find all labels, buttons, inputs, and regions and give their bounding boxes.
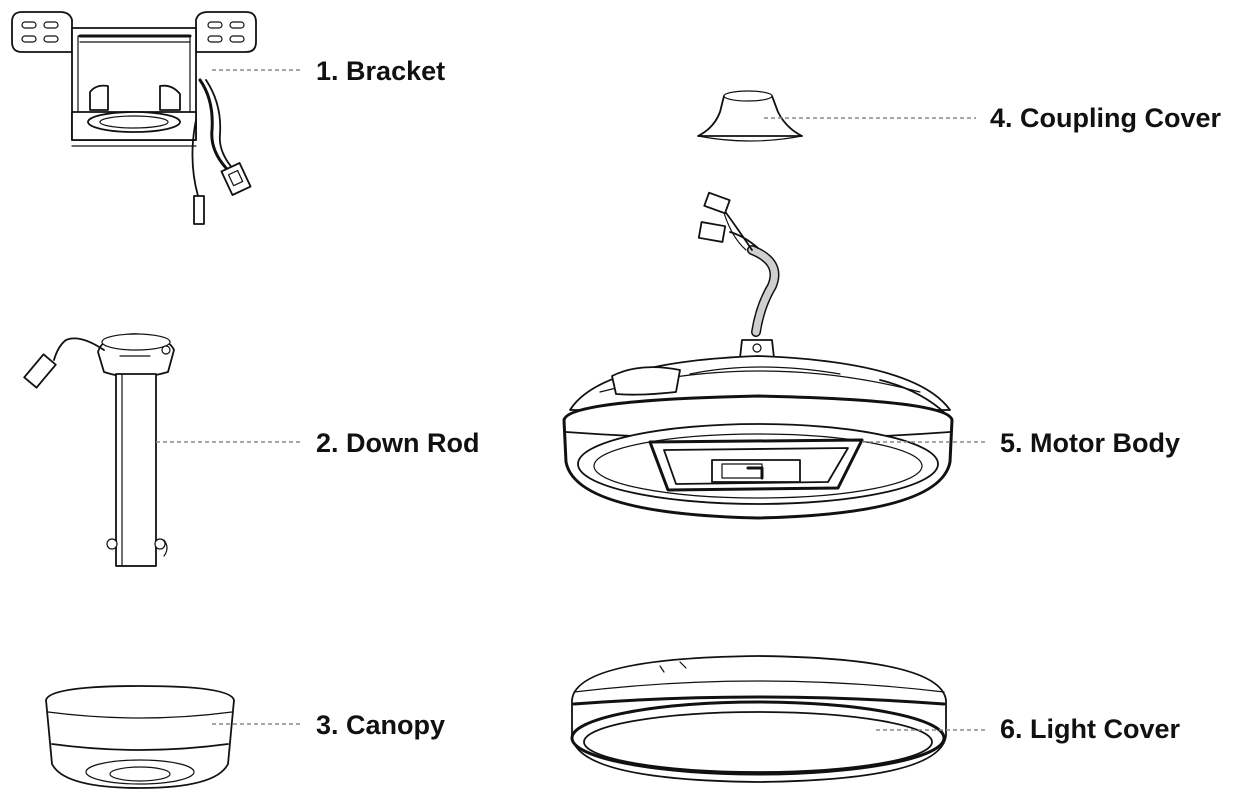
motor-body-illustration (562, 191, 954, 520)
canopy-illustration (45, 685, 235, 789)
down-rod-illustration (23, 333, 175, 567)
canopy-label: 3. Canopy (316, 710, 445, 740)
down-rod-label: 2. Down Rod (316, 428, 480, 458)
light-cover-label: 6. Light Cover (1000, 714, 1181, 744)
motor-body-label: 5. Motor Body (1000, 428, 1180, 458)
coupling-cover-label: 4. Coupling Cover (990, 103, 1222, 133)
light-cover-illustration (570, 655, 947, 783)
bracket-label: 1. Bracket (316, 56, 445, 86)
bracket-illustration (11, 11, 257, 225)
coupling-cover-illustration (697, 90, 803, 142)
